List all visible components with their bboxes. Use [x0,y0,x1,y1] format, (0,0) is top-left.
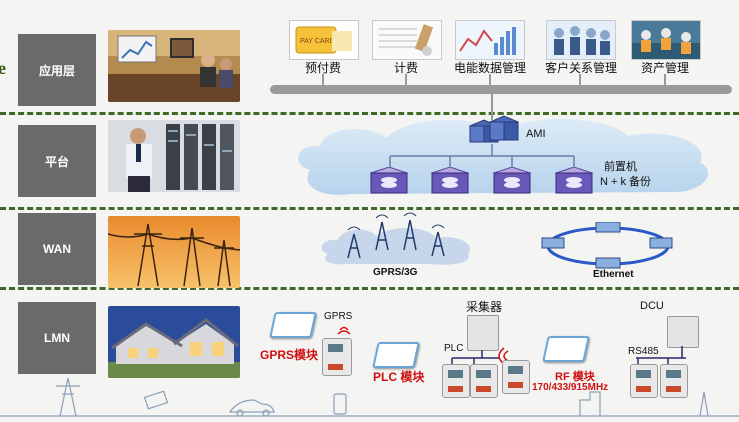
plc-module-label: PLC 模块 [373,370,425,384]
energy-data-thumbnail [455,20,525,60]
datacenter-photo [108,120,240,192]
application-bus [270,85,732,94]
frontend-label: 前置机 [604,161,637,173]
app-label-crm: 客户关系管理 [544,61,617,75]
collector-device-icon [467,315,499,351]
ethernet-label: Ethernet [593,269,634,280]
pay-card-text: PAY CARD [300,38,335,45]
ethernet-ring [541,222,673,269]
rf-frequency-label: 170/433/915MHz [532,382,609,393]
gprs-top-label: GPRS [324,311,353,322]
gprs-cloud-towers [321,212,470,265]
rs485-meter-icon-2 [660,364,688,398]
app-label-billing: 计费 [393,61,418,75]
power-towers-photo [108,216,240,288]
rs485-label: RS485 [628,346,659,357]
ami-server-cluster-icon [468,115,520,143]
plc-label: PLC [444,343,464,354]
app-label-energy-data: 电能数据管理 [453,61,526,75]
gprs-meter-icon [322,338,352,376]
app-connectors [322,74,666,120]
layer-divider-2 [0,207,739,210]
layer-label-wan: WAN [18,213,96,285]
house-photo [108,306,240,378]
layer-label-platform: 平台 [18,125,96,197]
gprs-module-label: GPRS模块 [260,348,319,362]
plc-module-icon [372,342,420,368]
frontend-server-icon-1 [369,167,409,194]
prepaid-thumbnail: PAY CARD [289,20,359,60]
crm-thumbnail [546,20,616,60]
dcu-device-icon [667,316,699,348]
rs485-meter-icon-1 [630,364,658,398]
layer-label-application: 应用层 [18,34,96,106]
left-fragment-text: e [0,58,6,78]
plc-meter-icon-2 [470,364,498,398]
rf-meter-icon [502,360,530,394]
bottom-decoration [0,377,739,417]
plc-meter-icon-1 [442,364,470,398]
rf-module-icon [542,336,590,362]
layer-divider-3 [0,287,739,290]
frontend-server-icon-3 [492,167,532,194]
rf-module-label: RF 模块 [555,371,595,383]
gprs-module-icon [269,312,317,338]
frontend-backup-label: N + k 备份 [600,176,652,188]
collector-label: 采集器 [466,300,503,314]
frontend-server-icon-2 [430,167,470,194]
billing-thumbnail [372,20,442,60]
app-label-asset: 资产管理 [640,61,689,75]
gprs-signal-icon [337,326,351,335]
asset-thumbnail [631,20,701,60]
ami-label: AMI [526,128,546,140]
app-label-prepaid: 预付费 [304,61,341,75]
frontend-server-icon-4 [554,167,594,194]
gprs3g-label: GPRS/3G [373,267,418,278]
meeting-room-photo [108,30,240,102]
layer-divider-1 [0,112,739,115]
dcu-label: DCU [640,300,664,312]
layer-label-lmn: LMN [18,302,96,374]
